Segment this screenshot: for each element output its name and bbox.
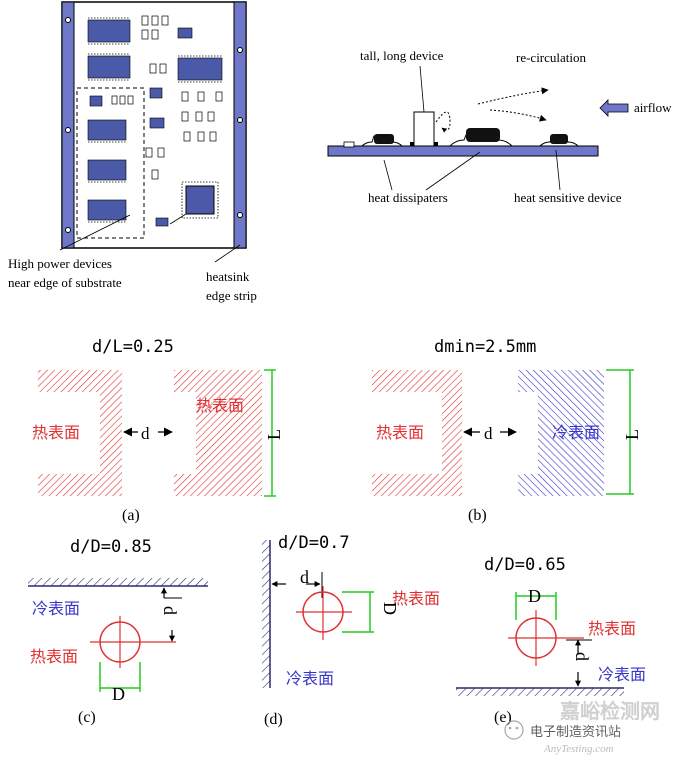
panel-c-caption: (c) bbox=[78, 709, 96, 726]
tall-device-label: tall, long device bbox=[360, 48, 444, 63]
watermark: 嘉峪检测网 电子制造资讯站 AnyTesting.com bbox=[504, 699, 660, 755]
panel-d-d-label: d bbox=[300, 567, 309, 587]
panel-a-d-label: d bbox=[141, 424, 150, 443]
panel-d-caption: (d) bbox=[264, 711, 283, 728]
high-power-label-line2: near edge of substrate bbox=[8, 275, 122, 290]
pcb-board-figure bbox=[59, 1, 247, 263]
heat-sensitive-label: heat sensitive device bbox=[514, 190, 622, 205]
panel-c: d/D=0.85 bbox=[28, 537, 208, 692]
qfp-chip bbox=[185, 185, 215, 215]
panel-b-L-label: L bbox=[622, 429, 642, 440]
panel-d-cold-label: 冷表面 bbox=[286, 669, 334, 688]
airflow-figure bbox=[327, 65, 629, 191]
panel-e-cold-label: 冷表面 bbox=[598, 665, 646, 684]
panel-b-right-label: 冷表面 bbox=[552, 423, 600, 442]
panel-b-right-cold-surface bbox=[518, 370, 604, 496]
panel-a-caption: (a) bbox=[122, 507, 140, 524]
watermark-line1: 嘉峪检测网 bbox=[559, 699, 660, 723]
panel-a-L-label: L bbox=[264, 429, 284, 440]
panel-a-left-label: 热表面 bbox=[32, 423, 80, 442]
airflow-arrow-icon bbox=[599, 99, 629, 117]
heat-dissipaters-label: heat dissipaters bbox=[368, 190, 448, 205]
panel-d-title: d/D=0.7 bbox=[278, 533, 350, 553]
panel-d-D-label: D bbox=[380, 602, 400, 615]
panel-c-D-label: D bbox=[112, 684, 125, 704]
panel-c-cold-label: 冷表面 bbox=[32, 599, 80, 618]
panel-e-D-label: D bbox=[528, 586, 541, 606]
left-heatsink-strip bbox=[61, 1, 75, 249]
watermark-line2: 电子制造资讯站 bbox=[530, 725, 621, 740]
recirculation-label: re-circulation bbox=[516, 50, 587, 65]
substrate bbox=[327, 145, 599, 157]
heatsink-label-line1: heatsink bbox=[206, 269, 250, 284]
panel-e-d-label: d bbox=[572, 652, 592, 661]
panel-b-caption: (b) bbox=[468, 507, 487, 524]
panel-b-d-label: d bbox=[484, 424, 493, 443]
panel-b-left-label: 热表面 bbox=[376, 423, 424, 442]
panel-e: d/D=0.65 bbox=[456, 555, 624, 696]
right-heatsink-strip bbox=[233, 1, 247, 249]
panel-a-right-label: 热表面 bbox=[196, 396, 244, 415]
panel-e-hot-label: 热表面 bbox=[588, 619, 636, 638]
panel-d-hot-label: 热表面 bbox=[392, 589, 440, 608]
panel-d-cold-surface bbox=[262, 540, 270, 688]
panel-a-right-hot-surface bbox=[174, 370, 262, 496]
panel-e-cold-surface bbox=[456, 688, 624, 696]
panel-a: d/L=0.25 bbox=[38, 337, 276, 497]
high-power-region bbox=[76, 87, 145, 239]
heat-dissipater-left bbox=[374, 134, 394, 144]
panel-c-hot-label: 热表面 bbox=[30, 647, 78, 666]
heatsink-label-line2: edge strip bbox=[206, 288, 257, 303]
airflow-label: airflow bbox=[634, 100, 672, 115]
panel-b-left-hot-surface bbox=[372, 370, 462, 496]
watermark-line3: AnyTesting.com bbox=[543, 743, 614, 755]
panel-c-title: d/D=0.85 bbox=[70, 537, 152, 557]
panel-c-cold-surface bbox=[28, 578, 208, 586]
panel-c-d-label: d bbox=[160, 606, 180, 615]
panel-e-title: d/D=0.65 bbox=[484, 555, 566, 575]
panel-b-title: dmin=2.5mm bbox=[434, 337, 536, 357]
wechat-icon bbox=[504, 720, 524, 740]
heat-dissipater-center bbox=[466, 128, 500, 142]
panel-a-left-hot-surface bbox=[38, 370, 122, 496]
panel-a-title: d/L=0.25 bbox=[92, 337, 174, 357]
high-power-label-line1: High power devices bbox=[8, 256, 112, 271]
panel-b: dmin=2.5mm bbox=[372, 337, 634, 496]
heat-sensitive-device bbox=[550, 134, 568, 144]
tall-device bbox=[413, 111, 435, 147]
panel-e-caption: (e) bbox=[494, 709, 512, 726]
panel-d: d/D=0.7 bbox=[262, 533, 374, 688]
